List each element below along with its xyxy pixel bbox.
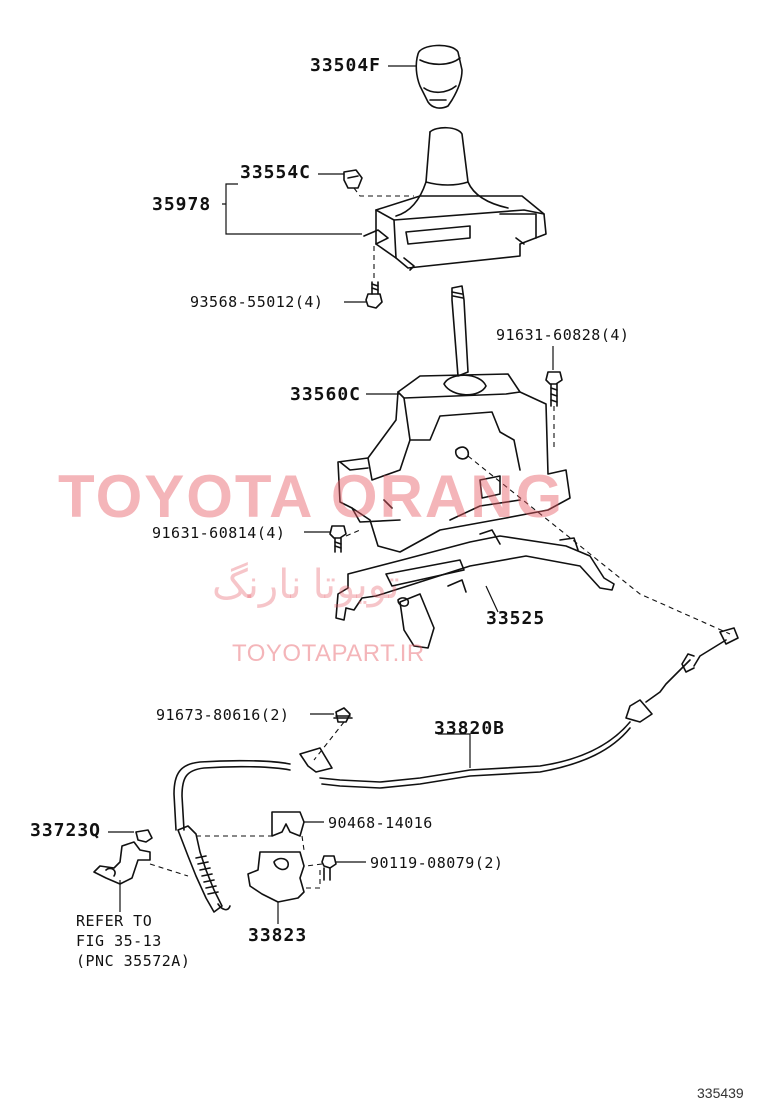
bracket-33823-drawing (247, 851, 305, 903)
clip-33554C-drawing (343, 169, 363, 189)
label-33504F[interactable]: 33504F (310, 55, 382, 76)
clip-90468-drawing (271, 811, 305, 837)
watermark-main-text: TOYOTA ORANG (58, 463, 565, 530)
shift-bracket-33560C-drawing (337, 285, 571, 553)
label-91673-80616[interactable]: 91673-80616(2) (156, 706, 290, 724)
label-90119-08079[interactable]: 90119-08079(2) (370, 854, 504, 872)
label-33823[interactable]: 33823 (248, 925, 308, 946)
bolt-91631-60814-drawing (329, 525, 347, 553)
screw-93568-drawing (365, 281, 383, 309)
label-33723Q[interactable]: 33723Q (30, 820, 102, 841)
clip-33723Q-drawing (135, 829, 153, 843)
base-plate-33525-drawing (335, 529, 615, 649)
label-91631-60814[interactable]: 91631-60814(4) (152, 524, 286, 542)
shift-boot-housing-drawing (363, 126, 547, 271)
label-35978[interactable]: 35978 (152, 194, 212, 215)
label-91631-60828[interactable]: 91631-60828(4) (496, 326, 630, 344)
diagram-code: 335439 (697, 1085, 744, 1101)
watermark-url-text: TOYOTAPART.IR (232, 640, 425, 667)
refer-note-line-1: REFER TO (76, 912, 153, 930)
label-33820B[interactable]: 33820B (434, 718, 506, 739)
shift-cable-33820B-drawing (173, 627, 739, 913)
label-90468-14016[interactable]: 90468-14016 (328, 814, 433, 832)
label-33554C[interactable]: 33554C (240, 162, 312, 183)
watermark-farsi-text: تویوتا نارنگ (212, 563, 400, 607)
label-33525[interactable]: 33525 (486, 608, 546, 629)
label-33560C[interactable]: 33560C (290, 384, 362, 405)
refer-bracket-drawing (93, 841, 151, 885)
shift-knob-drawing (415, 44, 463, 109)
label-93568-55012[interactable]: 93568-55012(4) (190, 293, 324, 311)
bolt-91673-drawing (333, 707, 353, 723)
refer-note-line-3: (PNC 35572A) (76, 952, 191, 970)
refer-note-line-2: FIG 35-13 (76, 932, 162, 950)
bolt-91631-60828-drawing (545, 371, 563, 407)
screw-90119-drawing (321, 855, 337, 881)
